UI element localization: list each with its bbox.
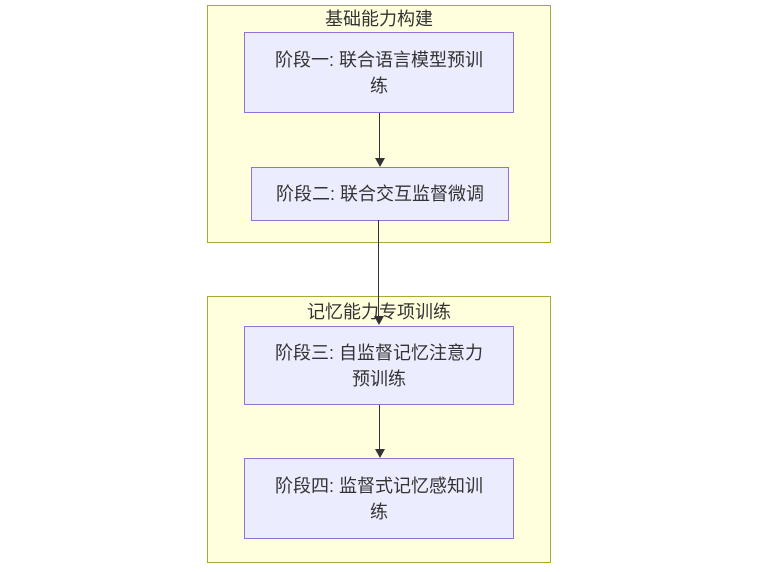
edge-stage3-stage4-line (378, 405, 381, 449)
node-stage-3-label: 阶段三: 自监督记忆注意力 预训练 (274, 342, 483, 389)
node-stage-2: 阶段二: 联合交互监督微调 (251, 167, 509, 221)
subgraph-memory-training: 记忆能力专项训练 阶段三: 自监督记忆注意力 预训练 阶段四: 监督式记忆感知训… (207, 296, 551, 563)
node-stage-2-label: 阶段二: 联合交互监督微调 (275, 184, 484, 204)
edge-stage2-stage3-line (377, 220, 380, 316)
edge-stage1-stage2-line (378, 113, 381, 158)
node-stage-1: 阶段一: 联合语言模型预训 练 (244, 32, 514, 113)
arrowhead-down-icon (374, 449, 385, 458)
node-stage-4: 阶段四: 监督式记忆感知训 练 (244, 458, 514, 539)
node-stage-3: 阶段三: 自监督记忆注意力 预训练 (244, 326, 514, 405)
arrowhead-down-icon (374, 158, 385, 167)
subgraph-foundation-capability: 基础能力构建 阶段一: 联合语言模型预训 练 阶段二: 联合交互监督微调 (207, 5, 551, 243)
node-stage-1-label: 阶段一: 联合语言模型预训 练 (274, 49, 483, 96)
node-stage-4-label: 阶段四: 监督式记忆感知训 练 (274, 475, 483, 522)
arrowhead-down-icon (373, 316, 384, 325)
subgraph-foundation-title: 基础能力构建 (325, 9, 433, 29)
